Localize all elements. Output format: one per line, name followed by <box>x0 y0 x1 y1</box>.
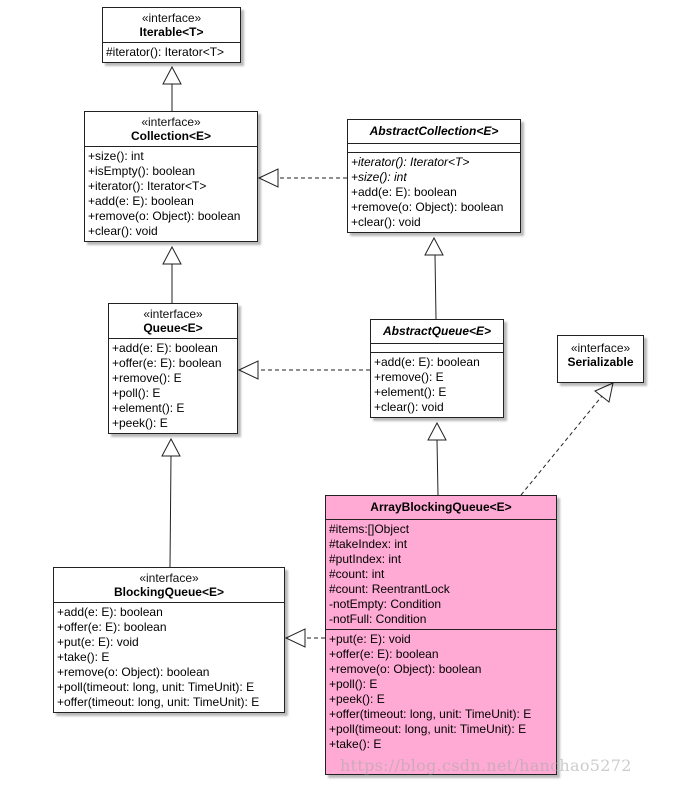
fields-section <box>371 344 503 353</box>
class-serializable[interactable]: «interface» Serializable <box>557 335 644 383</box>
method: +offer(e: E): boolean <box>329 647 439 661</box>
method: +peek(): E <box>112 416 168 430</box>
methods-section: +iterator(): Iterator<T> +size(): int +a… <box>348 153 520 232</box>
class-name: Iterable<T> <box>139 25 204 39</box>
method: +add(e: E): boolean <box>88 194 194 208</box>
inherit-arrow-abstractqueue <box>427 421 447 441</box>
methods-section: +add(e: E): boolean +offer(e: E): boolea… <box>109 339 237 433</box>
class-header: «interface» BlockingQueue<E> <box>54 568 284 603</box>
method: +put(e: E): void <box>57 635 139 649</box>
field: #items:[]Object <box>329 522 410 536</box>
field: #takeIndex: int <box>329 537 408 551</box>
method: +offer(e: E): boolean <box>57 620 167 634</box>
class-header: «interface» Queue<E> <box>109 304 237 339</box>
method: +iterator(): Iterator<T> <box>88 179 207 193</box>
class-name: Collection<E> <box>130 129 212 143</box>
edge-arrayblockingqueue-serializable <box>520 395 603 496</box>
field: #putIndex: int <box>329 552 402 566</box>
class-header: «interface» Serializable <box>558 336 643 372</box>
method: +put(e: E): void <box>329 632 411 646</box>
method: +offer(timeout: long, unit: TimeUnit): E <box>57 695 260 709</box>
method: +remove(): E <box>112 371 182 385</box>
method: +iterator(): Iterator<T> <box>351 155 470 169</box>
realize-arrow-queue <box>237 360 259 380</box>
fields-section <box>348 144 520 153</box>
method: #iterator(): Iterator<T> <box>106 45 225 59</box>
method: +clear(): void <box>88 224 158 238</box>
method: +take(): E <box>57 650 110 664</box>
class-iterable[interactable]: «interface» Iterable<T> #iterator(): Ite… <box>102 7 241 63</box>
method: +remove(o: Object): boolean <box>329 662 482 676</box>
method: +size(): int <box>88 149 144 163</box>
method: +poll(): E <box>329 677 378 691</box>
field: #count: int <box>329 567 385 581</box>
stereotype-label: «interface» <box>141 115 201 129</box>
method: +peek(): E <box>329 692 385 706</box>
fields-section: #items:[]Object #takeIndex: int #putInde… <box>326 520 556 630</box>
method: +clear(): void <box>351 215 421 229</box>
class-name: Queue<E> <box>143 321 203 335</box>
method: +poll(timeout: long, unit: TimeUnit): E <box>329 722 527 736</box>
method: +add(e: E): boolean <box>57 605 163 619</box>
method: +size(): int <box>351 170 407 184</box>
inherit-arrow-abstractcollection <box>424 236 444 256</box>
method: +offer(e: E): boolean <box>112 356 222 370</box>
inherit-arrow-queue <box>161 437 181 457</box>
method: +offer(timeout: long, unit: TimeUnit): E <box>329 707 532 721</box>
realize-arrow-collection <box>257 168 279 188</box>
class-name: AbstractQueue<E> <box>382 324 492 338</box>
watermark-text: https://blog.csdn.net/hanchao5272 <box>340 756 632 775</box>
field: #count: ReentrantLock <box>329 582 450 596</box>
stereotype-label: «interface» <box>143 307 203 321</box>
class-header: «interface» Iterable<T> <box>103 8 240 43</box>
method: +remove(): E <box>374 370 444 384</box>
field: -notFull: Condition <box>329 612 427 626</box>
method: +add(e: E): boolean <box>112 341 218 355</box>
method: +take(): E <box>329 737 382 751</box>
method: +remove(o: Object): boolean <box>57 665 210 679</box>
class-header: AbstractCollection<E> <box>348 120 520 144</box>
edge-arrayblockingqueue-abstractqueue <box>436 439 439 496</box>
class-abstract-queue[interactable]: AbstractQueue<E> +add(e: E): boolean +re… <box>370 319 504 418</box>
edge-abstractqueue-abstractcollection <box>434 254 437 320</box>
method: +isEmpty(): boolean <box>88 164 196 178</box>
class-blocking-queue[interactable]: «interface» BlockingQueue<E> +add(e: E):… <box>53 567 285 713</box>
method: +remove(o: Object): boolean <box>88 209 241 223</box>
method: +poll(): E <box>112 386 161 400</box>
class-name: AbstractCollection<E> <box>369 124 499 138</box>
methods-section: +add(e: E): boolean +offer(e: E): boolea… <box>54 603 284 712</box>
edge-blockingqueue-queue <box>169 455 172 568</box>
realize-arrow-serializable <box>594 382 614 403</box>
inherit-arrow-collection <box>162 245 182 265</box>
class-collection[interactable]: «interface» Collection<E> +size(): int +… <box>84 111 258 242</box>
method: +remove(o: Object): boolean <box>351 200 504 214</box>
stereotype-label: «interface» <box>141 11 202 25</box>
class-header: ArrayBlockingQueue<E> <box>326 496 556 520</box>
methods-section: #iterator(): Iterator<T> <box>103 43 240 62</box>
methods-section: +add(e: E): boolean +remove(): E +elemen… <box>371 353 503 417</box>
method: +add(e: E): boolean <box>351 185 457 199</box>
methods-section: +put(e: E): void +offer(e: E): boolean +… <box>326 630 556 754</box>
method: +element(): E <box>112 401 185 415</box>
class-name: ArrayBlockingQueue<E> <box>370 500 512 514</box>
method: +add(e: E): boolean <box>374 355 480 369</box>
stereotype-label: «interface» <box>139 571 199 585</box>
method: +poll(timeout: long, unit: TimeUnit): E <box>57 680 255 694</box>
class-header: «interface» Collection<E> <box>85 112 257 147</box>
stereotype-label: «interface» <box>570 341 631 355</box>
class-header: AbstractQueue<E> <box>371 320 503 344</box>
realize-arrow-blockingqueue <box>284 628 306 648</box>
class-name: BlockingQueue<E> <box>113 585 225 599</box>
method: +element(): E <box>374 385 447 399</box>
field: -notEmpty: Condition <box>329 597 442 611</box>
class-array-blocking-queue[interactable]: ArrayBlockingQueue<E> #items:[]Object #t… <box>325 495 557 775</box>
method: +clear(): void <box>374 400 444 414</box>
class-name: Serializable <box>567 355 634 369</box>
class-queue[interactable]: «interface» Queue<E> +add(e: E): boolean… <box>108 303 238 434</box>
inherit-arrow-iterable <box>162 65 182 85</box>
methods-section: +size(): int +isEmpty(): boolean +iterat… <box>85 147 257 241</box>
class-abstract-collection[interactable]: AbstractCollection<E> +iterator(): Itera… <box>347 119 521 233</box>
